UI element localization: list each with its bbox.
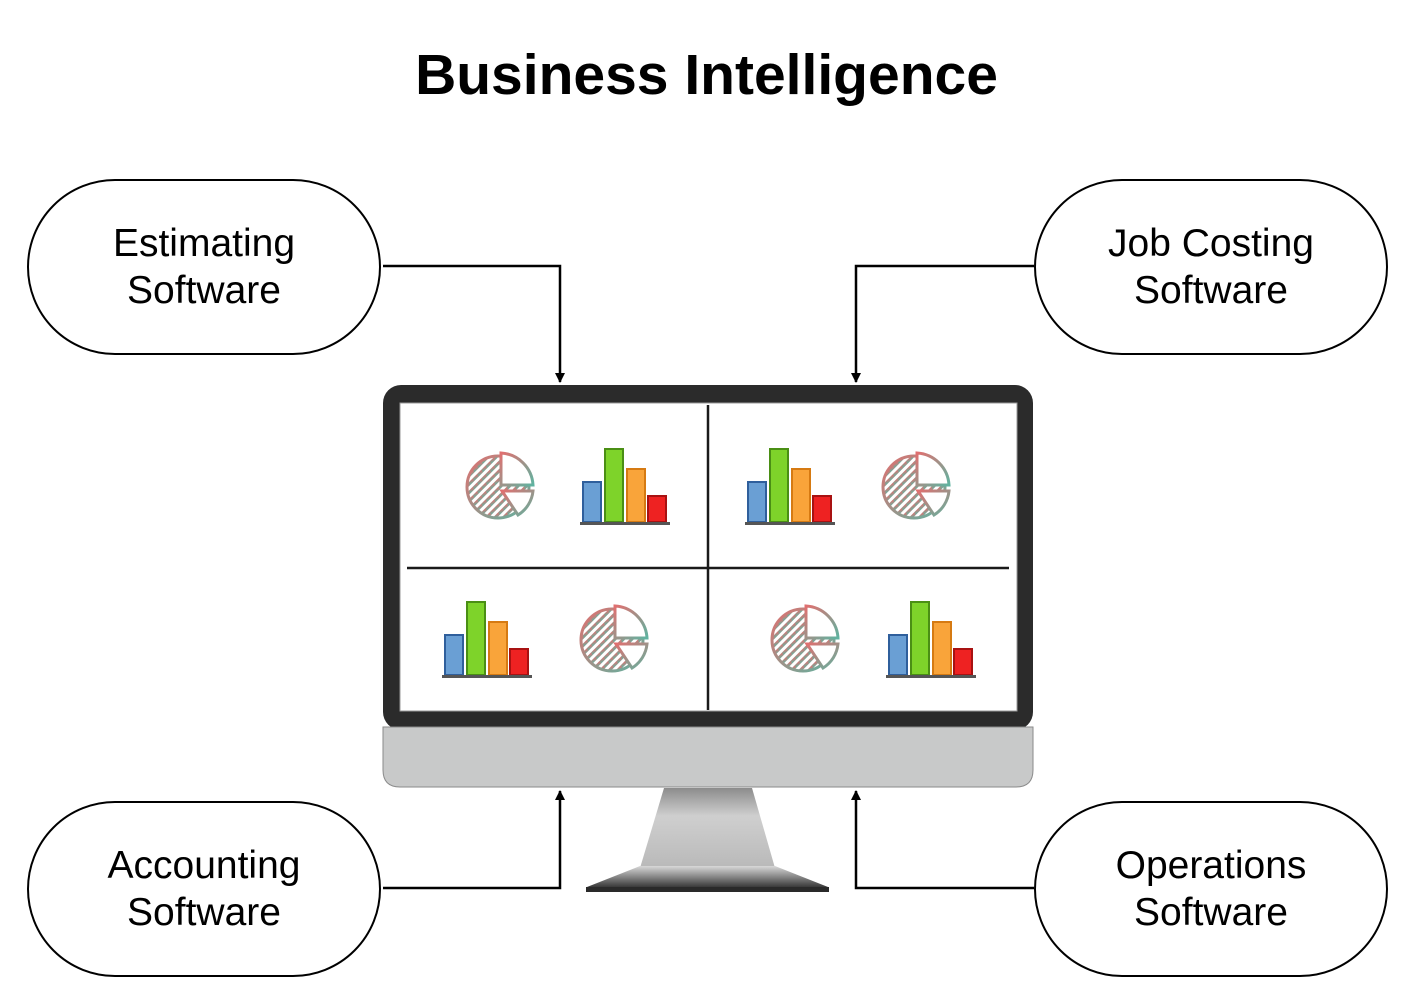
pie-chart-icon xyxy=(881,451,951,520)
operations-software-node[interactable]: Operations Software xyxy=(1034,801,1388,977)
node-label-line1: Accounting xyxy=(107,844,301,887)
monitor-base-edge xyxy=(586,887,829,892)
connector-estimating xyxy=(383,264,565,383)
estimating-software-node[interactable]: Estimating Software xyxy=(27,179,381,355)
monitor-stand xyxy=(640,788,775,868)
node-label-line1: Estimating xyxy=(112,222,296,265)
connector-operations xyxy=(851,790,1034,890)
monitor xyxy=(382,385,1034,892)
node-label-line1: Operations xyxy=(1115,844,1307,887)
pie-chart-icon xyxy=(579,604,649,673)
connector-job-costing xyxy=(851,264,1034,383)
diagram-title: Business Intelligence xyxy=(415,43,998,107)
node-label-line2: Software xyxy=(1134,269,1288,312)
job-costing-software-node[interactable]: Job Costing Software xyxy=(1034,179,1388,355)
node-label-line2: Software xyxy=(127,269,281,312)
pie-chart-icon xyxy=(770,604,840,673)
pie-chart-icon xyxy=(465,451,535,520)
node-label-line2: Software xyxy=(127,891,281,934)
connector-accounting xyxy=(383,790,565,890)
node-label-line1: Job Costing xyxy=(1108,222,1314,265)
accounting-software-node[interactable]: Accounting Software xyxy=(27,801,381,977)
monitor-chin xyxy=(382,726,1034,788)
node-label-line2: Software xyxy=(1134,891,1288,934)
monitor-base xyxy=(587,866,828,887)
